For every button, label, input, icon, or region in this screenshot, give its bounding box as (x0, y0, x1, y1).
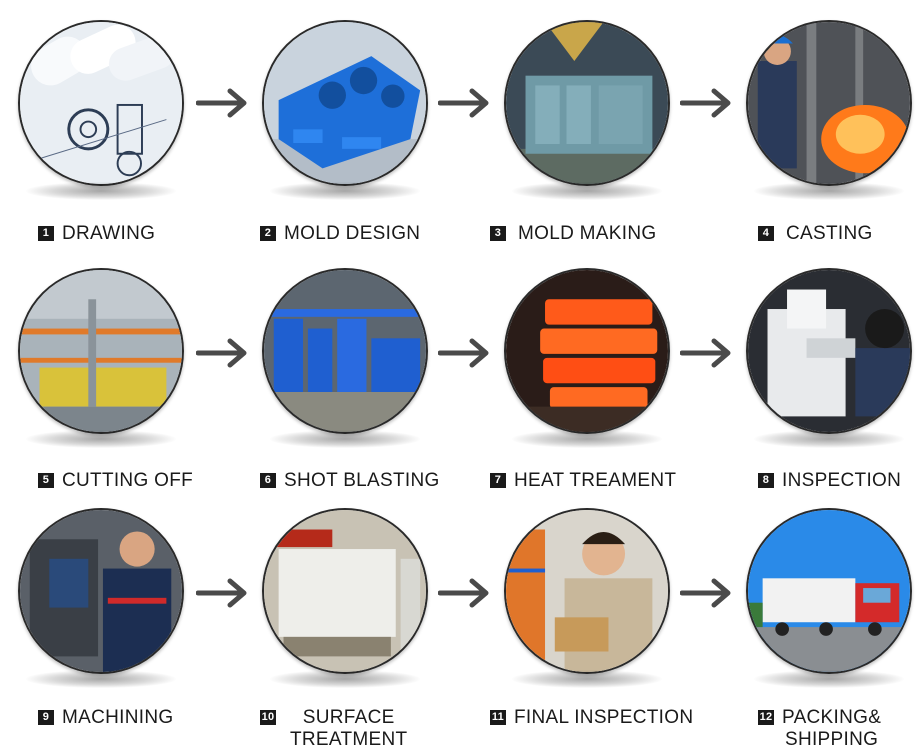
step-title: SURFACE TREATMENT (290, 707, 407, 751)
shot-blasting-shadow (270, 430, 420, 448)
arrow-right-icon (438, 338, 489, 368)
step-title-line-2: SHIPPING (784, 729, 879, 750)
inspection-shadow (754, 430, 904, 448)
step-number-badge: 11 (490, 710, 506, 725)
packing-shipping-shadow (754, 670, 904, 688)
step-title: SHOT BLASTING (284, 470, 440, 491)
surface-treatment-shadow (270, 670, 420, 688)
step-label: 7 HEAT TREAMENT (490, 470, 676, 492)
drawing-shadow (26, 182, 176, 200)
mold-design-photo (262, 20, 428, 186)
step-title: HEAT TREAMENT (514, 470, 677, 491)
arrow-right-icon (196, 88, 247, 118)
step-number-badge: 7 (490, 473, 506, 488)
step-title: INSPECTION (782, 470, 902, 491)
machining-photo (18, 508, 184, 674)
step-title: DRAWING (62, 223, 156, 244)
drawing-photo (18, 20, 184, 186)
step-number-badge: 10 (260, 710, 276, 725)
step-number-badge: 3 (490, 226, 506, 241)
step-label: 8 INSPECTION (758, 470, 901, 492)
cutting-off-shadow (26, 430, 176, 448)
mold-design-shadow (270, 182, 420, 200)
step-label: 5 CUTTING OFF (38, 470, 193, 492)
step-number-badge: 5 (38, 473, 54, 488)
shot-blasting-photo (262, 268, 428, 434)
arrow-right-icon (680, 338, 731, 368)
step-title: CUTTING OFF (62, 470, 194, 491)
heat-treatment-shadow (512, 430, 662, 448)
mold-making-photo (504, 20, 670, 186)
step-number-badge: 8 (758, 473, 774, 488)
step-title-line-1: SURFACE (302, 707, 395, 728)
step-title: CASTING (786, 223, 873, 244)
inspection-photo (746, 268, 912, 434)
step-number-badge: 1 (38, 226, 54, 241)
step-title-line-1: PACKING& (782, 707, 882, 728)
step-label: 10 SURFACE TREATMENT (260, 707, 407, 751)
packing-shipping-photo (746, 508, 912, 674)
step-number-badge: 2 (260, 226, 276, 241)
step-label: 1 DRAWING (38, 223, 155, 245)
step-label: 6 SHOT BLASTING (260, 470, 440, 492)
arrow-right-icon (196, 338, 247, 368)
step-number-badge: 9 (38, 710, 54, 725)
casting-photo (746, 20, 912, 186)
step-label: 11 FINAL INSPECTION (490, 707, 693, 729)
mold-making-shadow (512, 182, 662, 200)
machining-shadow (26, 670, 176, 688)
step-label: 2 MOLD DESIGN (260, 223, 420, 245)
step-label: 9 MACHINING (38, 707, 173, 729)
step-title-line-2: TREATMENT (290, 729, 408, 750)
step-title: PACKING& SHIPPING (782, 707, 881, 751)
arrow-right-icon (680, 88, 731, 118)
step-label: 4 CASTING (758, 223, 873, 245)
heat-treatment-photo (504, 268, 670, 434)
step-title: MOLD DESIGN (284, 223, 421, 244)
step-title: MOLD MAKING (518, 223, 657, 244)
arrow-right-icon (680, 578, 731, 608)
arrow-right-icon (438, 578, 489, 608)
arrow-right-icon (438, 88, 489, 118)
step-number-badge: 6 (260, 473, 276, 488)
step-number-badge: 4 (758, 226, 774, 241)
step-title: MACHINING (62, 707, 174, 728)
final-inspection-shadow (512, 670, 662, 688)
surface-treatment-photo (262, 508, 428, 674)
final-inspection-photo (504, 508, 670, 674)
step-title: FINAL INSPECTION (514, 707, 694, 728)
step-label: 12 PACKING& SHIPPING (758, 707, 881, 751)
step-number-badge: 12 (758, 710, 774, 725)
arrow-right-icon (196, 578, 247, 608)
step-label: 3 MOLD MAKING (490, 223, 656, 245)
cutting-off-photo (18, 268, 184, 434)
casting-shadow (754, 182, 904, 200)
